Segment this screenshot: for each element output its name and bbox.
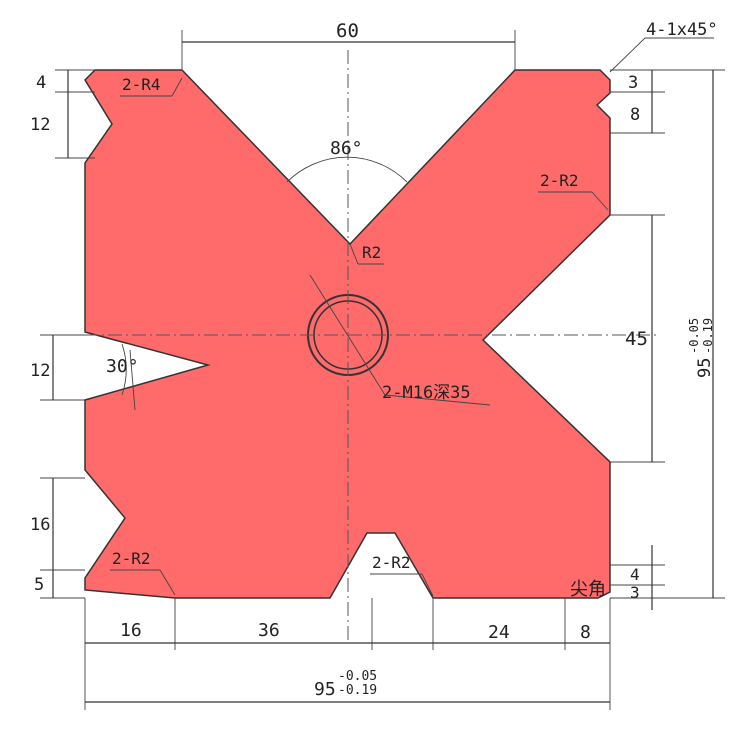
- dim-95-right-tol-lower: -0.19: [701, 318, 715, 354]
- dim-36-bottom: 36: [258, 620, 280, 641]
- radius-callout-bottom-left: 2-R2: [112, 549, 151, 568]
- dim-3-right: 3: [628, 73, 638, 93]
- leader-line: [609, 37, 646, 73]
- dim-95-bottom-tol-lower: -0.19: [338, 683, 377, 698]
- dim-95-right-group: 95 -0.05 -0.19: [687, 318, 715, 378]
- dim-12-left-mid: 12: [30, 361, 50, 381]
- chamfer-callout: 4-1x45°: [646, 20, 718, 40]
- dim-95-bottom: 95: [314, 679, 336, 700]
- dim-12-left-top: 12: [30, 115, 50, 135]
- dim-3-right-bottom: 3: [630, 583, 640, 602]
- leader-line: [349, 243, 359, 265]
- leader-line: [309, 274, 386, 396]
- leader-line: [384, 394, 491, 406]
- dim-16-bottom: 16: [120, 620, 142, 641]
- angle-arc-86: [286, 156, 408, 183]
- dim-45-right: 45: [625, 328, 648, 350]
- leader-line: [129, 349, 136, 411]
- dim-24-bottom: 24: [488, 622, 510, 643]
- leader-line: [421, 573, 434, 597]
- radius-callout-center: R2: [362, 243, 381, 262]
- angle-arc-30: [121, 343, 127, 396]
- radius-callout-bottom-mid: 2-R2: [372, 553, 411, 572]
- radius-callout-r4: 2-R4: [122, 75, 161, 94]
- leader-line: [591, 191, 609, 211]
- dim-95-bottom-tol-upper: -0.05: [338, 669, 377, 684]
- leader-line: [171, 77, 183, 97]
- radius-callout-top-right: 2-R2: [540, 171, 579, 190]
- dim-4-left: 4: [36, 73, 46, 93]
- dim-5-left: 5: [34, 575, 44, 595]
- angle-30: 30°: [106, 356, 139, 377]
- dim-4-right-bottom: 4: [630, 565, 640, 584]
- angle-86: 86°: [330, 138, 363, 159]
- dim-8-bottom: 8: [580, 622, 591, 643]
- dim-16-left: 16: [30, 515, 50, 535]
- dim-95-right: 95: [695, 358, 715, 378]
- thread-callout: 2-M16深35: [382, 383, 471, 403]
- dim-95-right-tol-upper: -0.05: [687, 318, 701, 354]
- leader-line: [159, 569, 176, 596]
- dim-8-right: 8: [630, 105, 640, 125]
- dim-60: 60: [336, 20, 359, 42]
- sharp-corner-callout: 尖角: [570, 579, 606, 600]
